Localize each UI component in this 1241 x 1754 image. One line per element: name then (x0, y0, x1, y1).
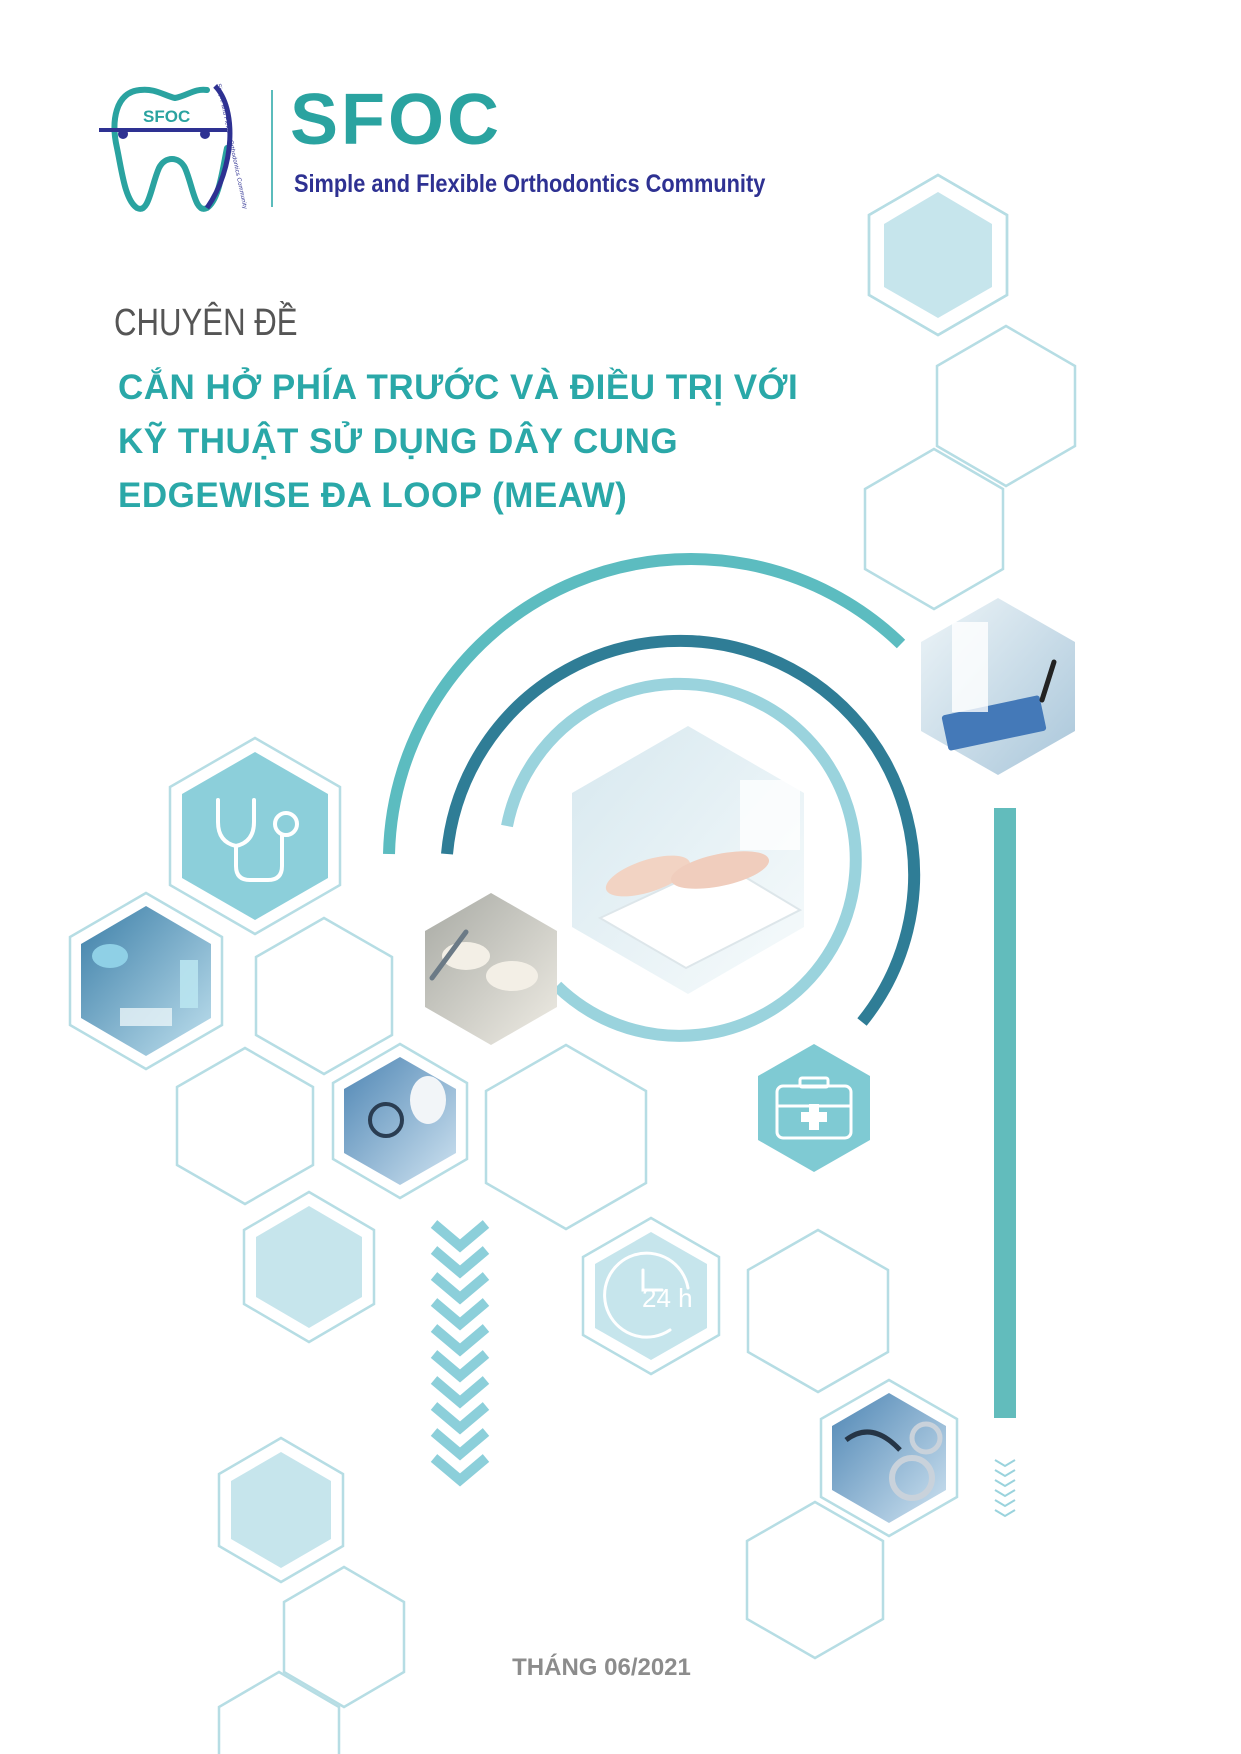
gloved-hands-photo (425, 893, 557, 1045)
arc-middle (441, 634, 921, 1026)
medical-bag-icon (758, 1044, 870, 1172)
cover-title-line: CẮN HỞ PHÍA TRƯỚC VÀ ĐIỀU TRỊ VỚI (118, 368, 799, 407)
stethoscopes-photo (819, 1378, 959, 1538)
hexagon-filled-top (867, 173, 1009, 337)
stethoscope-icon (168, 736, 342, 936)
hexagon-filled-left (242, 1190, 376, 1344)
clock-24h-icon: 24 h (581, 1216, 721, 1376)
clock-label: 24 h (642, 1283, 693, 1313)
arc-outer (383, 552, 906, 855)
hexagon-filled-bottom (217, 1436, 345, 1584)
arc-decoration (383, 552, 921, 1042)
logo-badge-text: SFOC (143, 107, 190, 126)
brand-tagline: Simple and Flexible Orthodontics Communi… (294, 170, 766, 198)
typing-keyboard-photo (572, 726, 804, 994)
stethoscope-keyboard-photo (331, 1042, 469, 1200)
chevron-down-icon (430, 1220, 490, 1487)
logo-divider (271, 90, 273, 207)
topic-label: CHUYÊN ĐỀ (114, 302, 298, 344)
small-chevron-stack (994, 1459, 1016, 1518)
doctor-clipboard-photo (921, 598, 1075, 775)
cover-title-line: EDGEWISE ĐA LOOP (MEAW) (118, 476, 628, 515)
issue-date: THÁNG 06/2021 (512, 1654, 691, 1681)
hexagon-outlines (175, 173, 1077, 1754)
brand-name: SFOC (290, 80, 503, 160)
vertical-accent-bar (994, 808, 1016, 1418)
tooth-logo: SFOC Simple and Flexible Orthodontics Co… (99, 83, 248, 212)
cover-title-line: KỸ THUẬT SỬ DỤNG DÂY CUNG (118, 422, 679, 461)
laboratory-photo (68, 891, 224, 1071)
arc-inner (501, 677, 862, 1042)
